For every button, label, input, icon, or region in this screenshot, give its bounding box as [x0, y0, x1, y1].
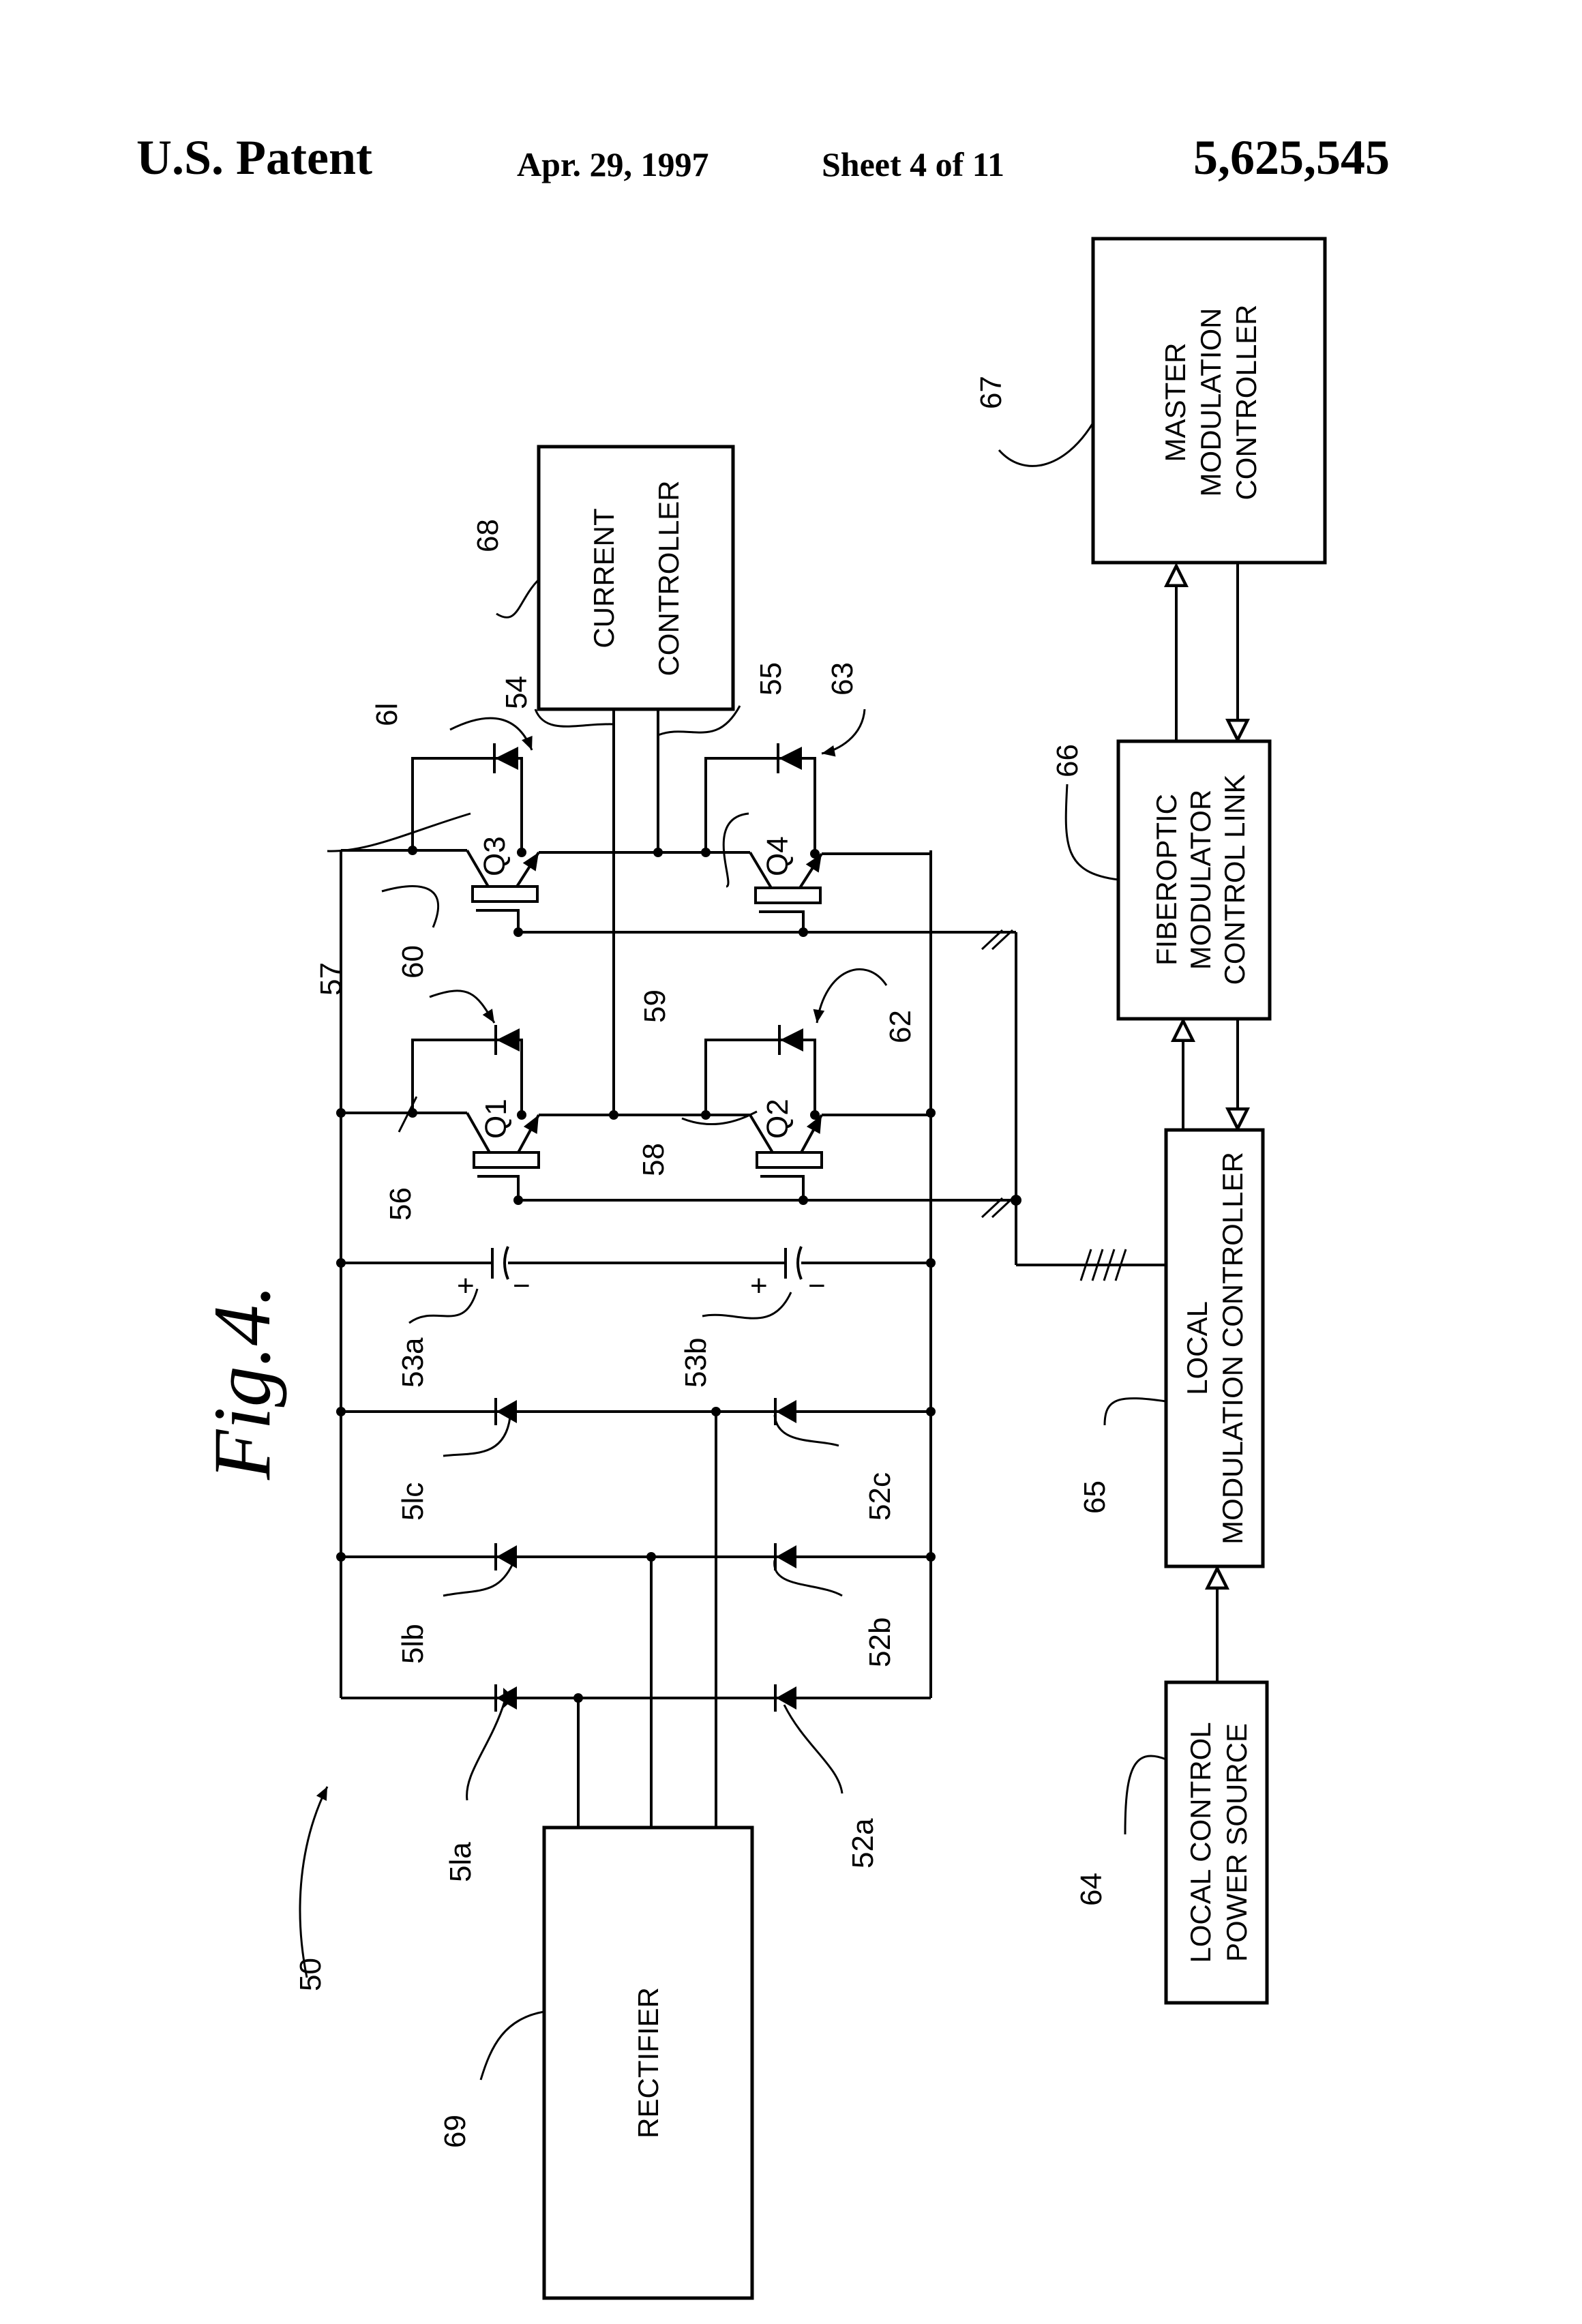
ref-54: 54	[500, 676, 533, 709]
cap-plus: +	[750, 1269, 768, 1302]
reference-numerals: 67 68 54 55 6l 63 66 57 60 59 62 56 58 5…	[294, 376, 1111, 2148]
diode-52a	[774, 1684, 796, 1712]
ref-66: 66	[1051, 744, 1084, 777]
svg-text:POWER SOURCE: POWER SOURCE	[1221, 1723, 1253, 1962]
transistor-q1	[466, 1112, 540, 1200]
svg-text:CONTROLLER: CONTROLLER	[653, 480, 685, 676]
diode-51a	[494, 1684, 517, 1712]
leader-lines	[299, 422, 1167, 2081]
q1-label: Q1	[479, 1099, 513, 1139]
ref-58: 58	[637, 1143, 670, 1176]
local-control-power-source-block: LOCAL CONTROL POWER SOURCE	[1164, 1680, 1269, 2005]
local-modulation-controller-block: LOCAL MODULATION CONTROLLER	[1164, 1128, 1265, 1568]
svg-text:MODULATION CONTROLLER: MODULATION CONTROLLER	[1217, 1152, 1249, 1545]
rectifier-feeds	[573, 1407, 721, 1828]
diode-52c	[774, 1398, 796, 1425]
transistor-q3	[466, 849, 540, 932]
ref-65: 65	[1078, 1480, 1111, 1514]
svg-text:MODULATOR: MODULATOR	[1184, 790, 1217, 970]
diode-52b	[774, 1543, 796, 1570]
sheet-number: Sheet 4 of 11	[822, 145, 1005, 183]
svg-text:LOCAL CONTROL: LOCAL CONTROL	[1184, 1722, 1217, 1963]
diode-61	[493, 743, 518, 773]
rectifier-block: RECTIFIER	[542, 1826, 754, 2300]
diode-51c	[494, 1398, 517, 1425]
svg-text:MODULATION: MODULATION	[1195, 308, 1227, 497]
svg-text:LOCAL: LOCAL	[1181, 1301, 1213, 1395]
ref-51a: 5la	[444, 1842, 477, 1882]
ref-63: 63	[826, 662, 859, 696]
transistor-q2	[749, 1114, 823, 1200]
diode-63	[777, 743, 802, 773]
patent-date: Apr. 29, 1997	[517, 145, 709, 183]
diode-62	[778, 1025, 803, 1055]
ref-53a: 53a	[396, 1337, 430, 1388]
patent-label: U.S. Patent	[136, 130, 372, 185]
control-signal-arrows	[1176, 563, 1238, 1682]
bus-marks	[981, 929, 1127, 1281]
svg-text:CONTROL LINK: CONTROL LINK	[1219, 775, 1251, 985]
svg-text:CONTROLLER: CONTROLLER	[1230, 304, 1262, 500]
ref-57: 57	[314, 962, 348, 996]
master-modulation-controller-block: MASTER MODULATION CONTROLLER	[1091, 237, 1327, 565]
transistor-q4	[749, 851, 823, 932]
ref-51c: 5lc	[396, 1483, 430, 1521]
svg-text:CURRENT: CURRENT	[588, 508, 620, 648]
cap-minus: −	[513, 1269, 531, 1302]
ref-55: 55	[754, 662, 788, 696]
ref-52b: 52b	[863, 1618, 897, 1667]
ref-67: 67	[974, 376, 1008, 409]
diode-51b	[494, 1543, 517, 1570]
bridge-wiring	[340, 706, 1183, 1266]
svg-text:RECTIFIER: RECTIFIER	[632, 1987, 664, 2139]
capacitor-53a	[491, 1246, 509, 1280]
ref-64: 64	[1075, 1873, 1108, 1906]
svg-text:MASTER: MASTER	[1159, 342, 1191, 462]
patent-number: 5,625,545	[1193, 130, 1390, 185]
current-controller-block: CURRENT CONTROLLER	[537, 445, 735, 711]
ref-68: 68	[471, 519, 505, 552]
cap-minus: −	[808, 1269, 826, 1302]
fiberoptic-control-link-block: FIBEROPTIC MODULATOR CONTROL LINK	[1116, 739, 1272, 1021]
q2-label: Q2	[761, 1099, 794, 1139]
ref-69: 69	[438, 2115, 472, 2148]
ref-61: 6l	[370, 703, 404, 726]
ref-60: 60	[396, 945, 430, 979]
ref-62: 62	[884, 1010, 917, 1043]
ref-52a: 52a	[846, 1818, 880, 1868]
svg-text:FIBEROPTIC: FIBEROPTIC	[1150, 794, 1182, 966]
q3-label: Q3	[478, 836, 511, 876]
diode-60	[494, 1025, 520, 1055]
ref-50: 50	[294, 1958, 327, 1991]
q4-label: Q4	[761, 836, 794, 876]
cap-plus: +	[457, 1269, 475, 1302]
capacitor-53b	[784, 1246, 803, 1280]
ref-51b: 5lb	[396, 1624, 430, 1664]
ref-59: 59	[638, 989, 672, 1023]
ref-56: 56	[384, 1187, 417, 1221]
ref-53b: 53b	[679, 1338, 713, 1388]
ref-52c: 52c	[863, 1472, 897, 1521]
figure-title: Fig.4.	[196, 1284, 287, 1480]
